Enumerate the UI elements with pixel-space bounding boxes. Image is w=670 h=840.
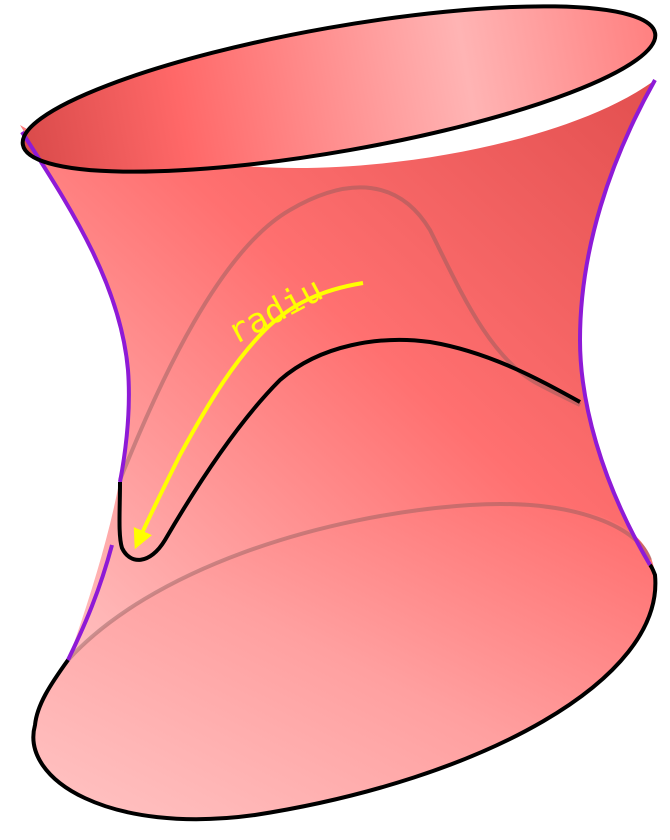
hyperboloid-diagram: radiu — [0, 0, 670, 840]
